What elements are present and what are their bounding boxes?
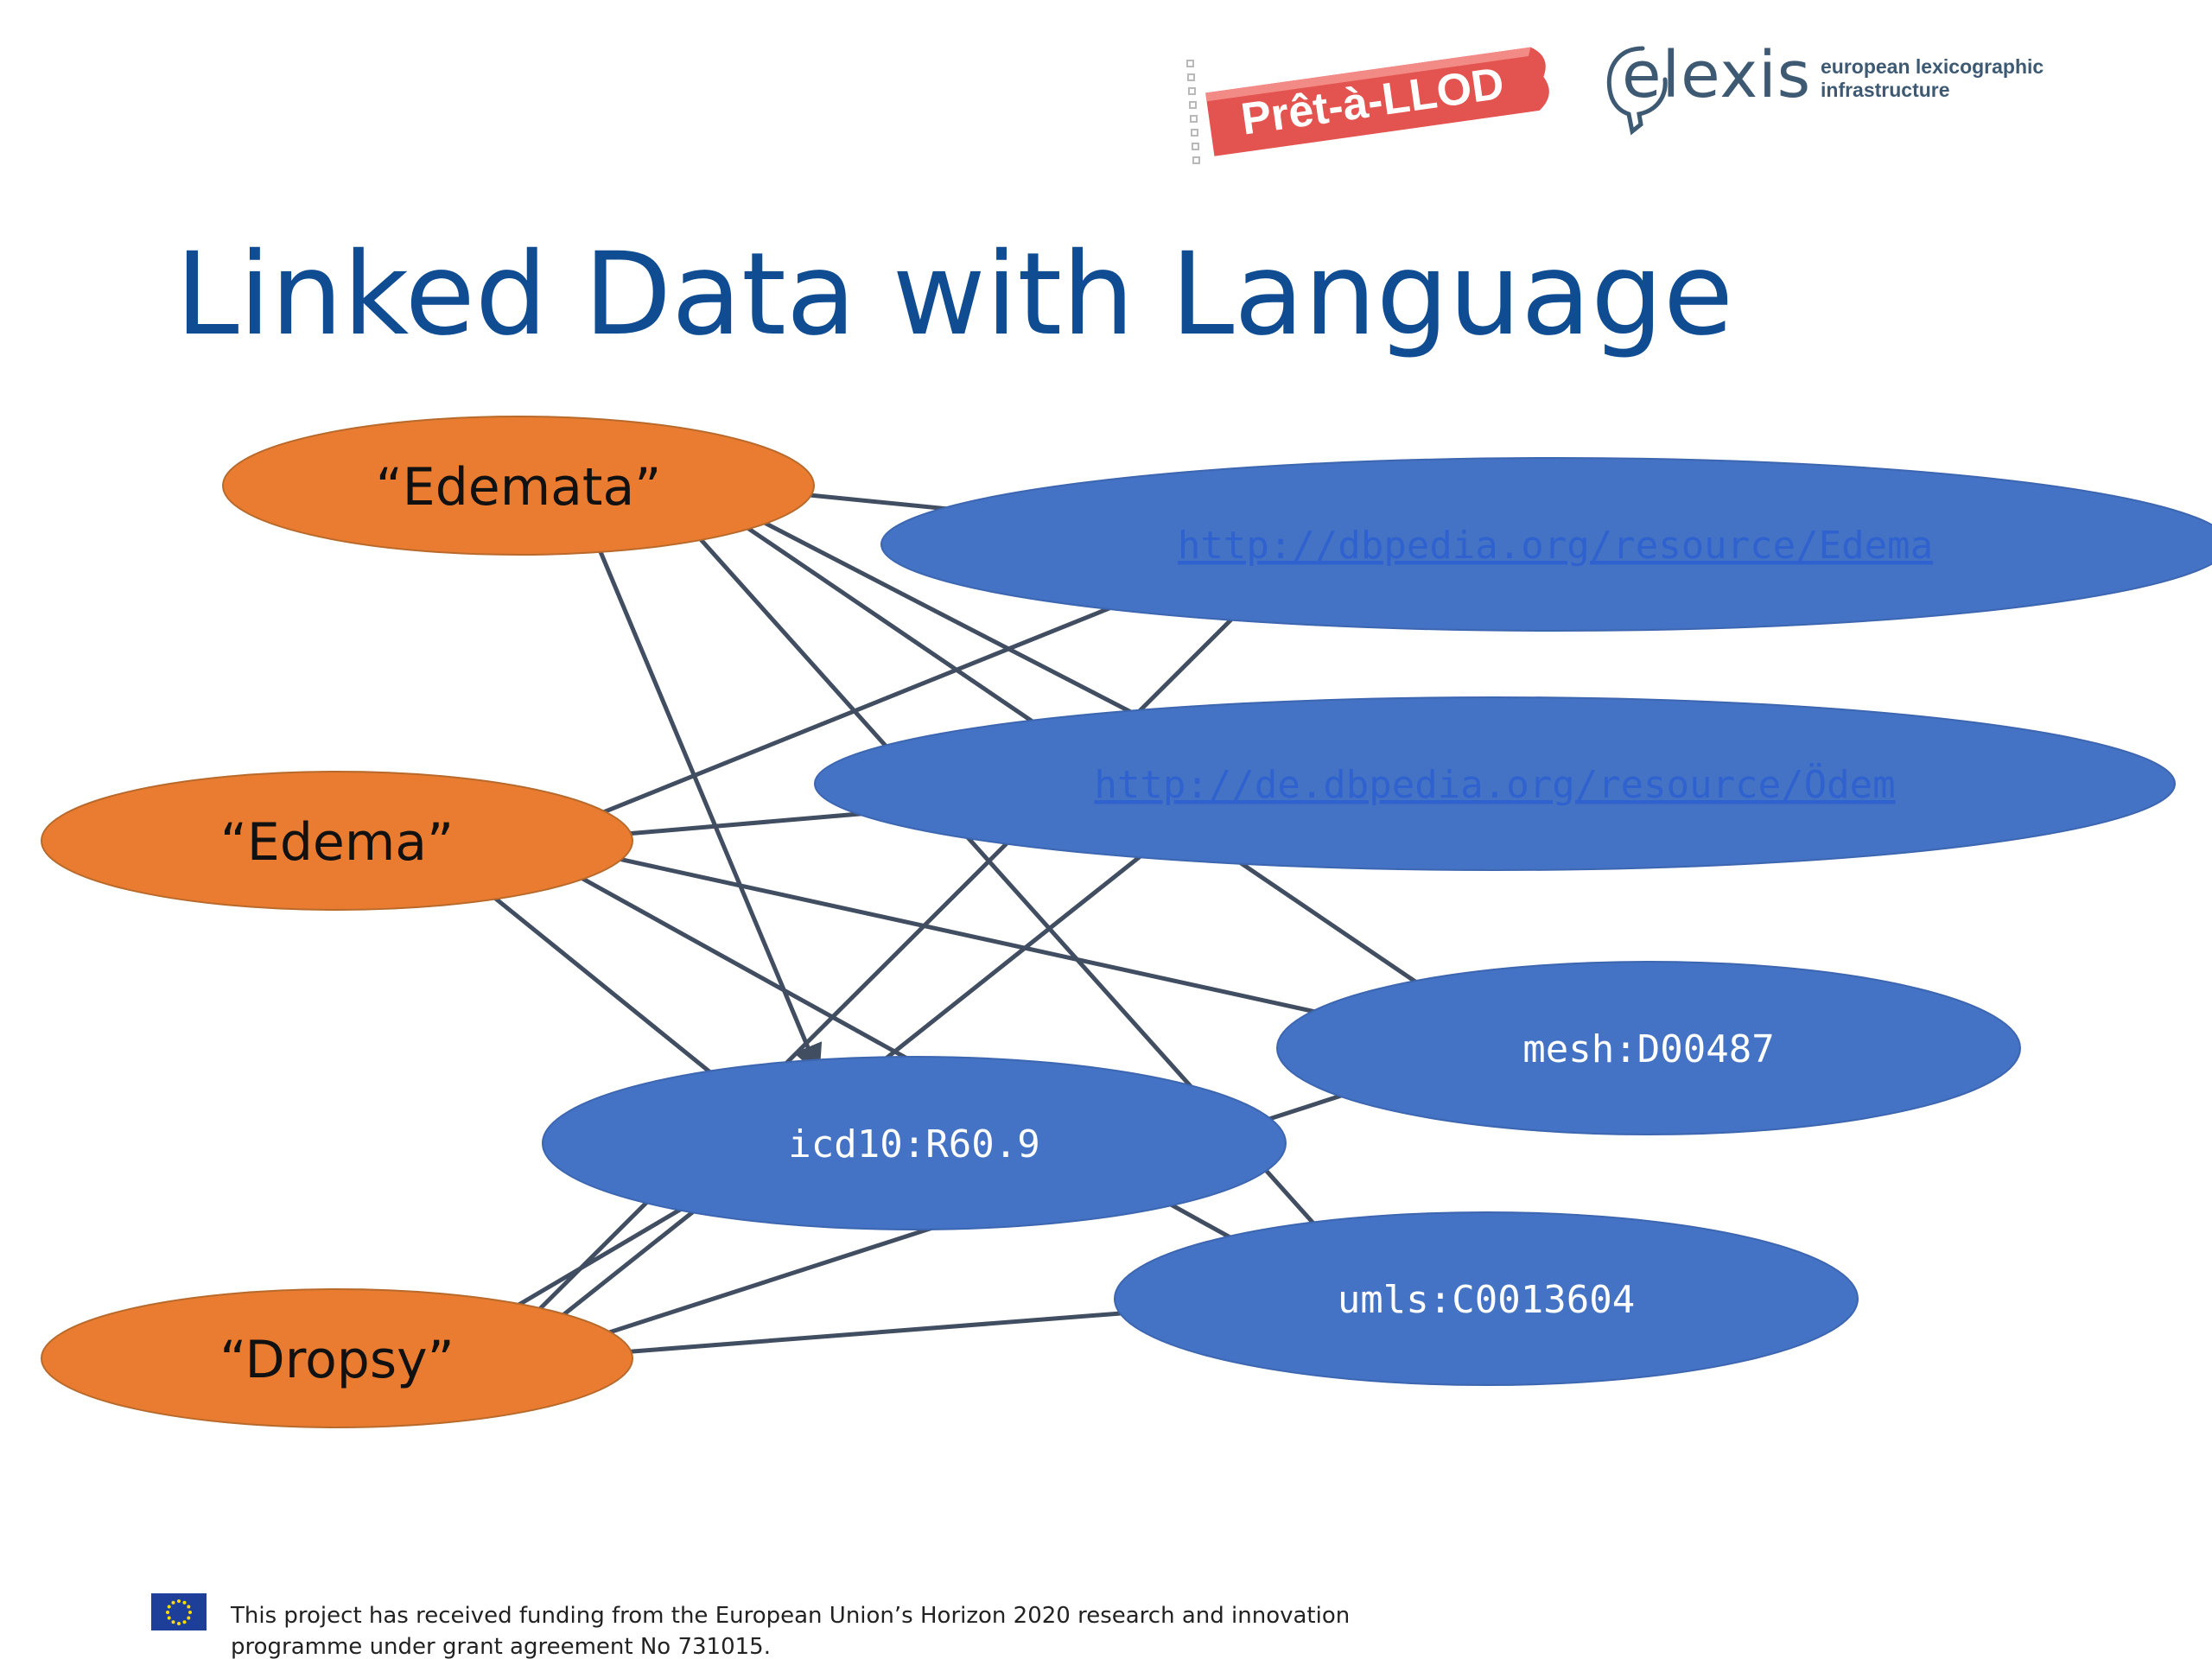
literal-ellipse: [41, 1288, 633, 1428]
resources-layer: http://dbpedia.org/resource/Edema http://…: [542, 457, 2212, 1386]
edge-edemata-to-icd10: [595, 543, 823, 1076]
elexis-head-icon: [1606, 46, 1668, 136]
literals-layer: “Edemata” “Edema” “Dropsy”: [41, 416, 815, 1428]
slide-title: Linked Data with Language: [175, 228, 1734, 361]
resource-ellipse: [880, 457, 2212, 632]
resource-node-dbp_de[interactable]: http://de.dbpedia.org/resource/Ödem: [814, 696, 2176, 871]
funding-line2: programme under grant agreement No 73101…: [231, 1634, 771, 1659]
eu-flag-icon: [151, 1593, 207, 1630]
literal-label: “Edemata”: [376, 457, 662, 518]
elexis-tagline: european lexicographic infrastructure: [1821, 55, 2044, 102]
elexis-wordmark: elexis: [1622, 38, 1812, 112]
funding-notice: This project has received funding from t…: [231, 1600, 1350, 1659]
resource-ellipse: [1114, 1211, 1859, 1386]
elexis-tagline-line2: infrastructure: [1821, 79, 1950, 101]
literal-label: “Edema”: [220, 812, 454, 873]
paper-holes: [1186, 60, 1200, 164]
resource-label: icd10:R60.9: [788, 1122, 1039, 1166]
literal-node-edema: “Edema”: [41, 771, 633, 911]
literal-node-dropsy: “Dropsy”: [41, 1288, 633, 1428]
funding-line1: This project has received funding from t…: [231, 1603, 1351, 1629]
resource-node-umls: umls:C0013604: [1114, 1211, 1859, 1386]
elexis-logo: elexis european lexicographic infrastruc…: [1603, 35, 2052, 147]
resource-node-mesh: mesh:D00487: [1276, 961, 2021, 1135]
resource-label: mesh:D00487: [1522, 1027, 1774, 1071]
literal-label: “Dropsy”: [219, 1330, 454, 1390]
resource-node-icd10: icd10:R60.9: [542, 1056, 1287, 1230]
resource-ellipse: [1276, 961, 2021, 1135]
resource-ellipse: [814, 696, 2176, 871]
elexis-tagline-line1: european lexicographic: [1821, 55, 2044, 78]
resource-ellipse: [542, 1056, 1287, 1230]
literal-node-edemata: “Edemata”: [222, 416, 815, 556]
resource-link[interactable]: http://de.dbpedia.org/resource/Ödem: [1094, 762, 1895, 807]
literal-ellipse: [41, 771, 633, 911]
literal-ellipse: [222, 416, 815, 556]
resource-link[interactable]: http://dbpedia.org/resource/Edema: [1178, 524, 1933, 568]
resource-label: umls:C0013604: [1338, 1278, 1635, 1322]
resource-node-dbp_en[interactable]: http://dbpedia.org/resource/Edema: [880, 457, 2212, 632]
pret-a-llod-logo: Prêt-à-LLOD: [1186, 47, 1549, 164]
